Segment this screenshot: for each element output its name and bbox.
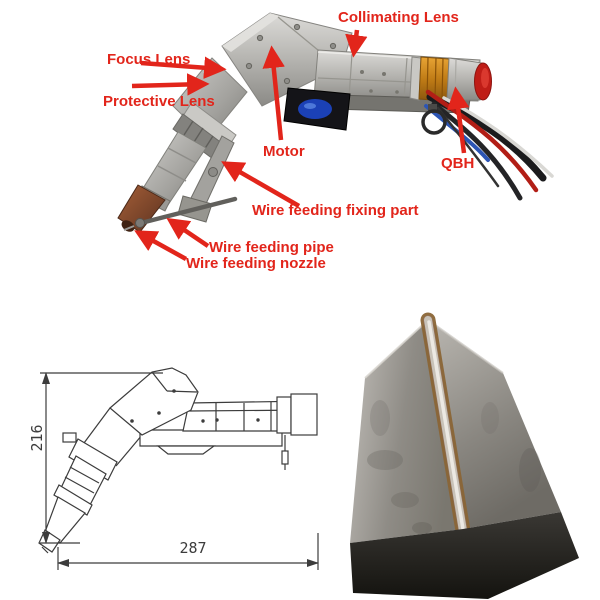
label-wire-feeding-nozzle: Wire feeding nozzle xyxy=(186,255,326,272)
weld-seam xyxy=(420,312,471,539)
weld-sample-photo xyxy=(350,312,579,599)
qbh-connector xyxy=(409,56,492,102)
label-collimating-lens: Collimating Lens xyxy=(338,9,459,26)
welded-steel-box xyxy=(350,312,579,599)
arrow-wire-feeding-nozzle xyxy=(134,230,188,261)
annotation-arrows xyxy=(131,29,470,261)
dimension-height: 216 xyxy=(28,424,46,452)
label-motor: Motor xyxy=(263,143,305,160)
arrow-wire-feeding-fixing-part xyxy=(221,161,301,208)
label-wire-feeding-fixing-part: Wire feeding fixing part xyxy=(252,202,419,219)
bottom-face xyxy=(350,512,579,599)
label-focus-lens: Focus Lens xyxy=(107,51,191,68)
nozzle-assembly xyxy=(117,57,248,233)
arrow-protective-lens xyxy=(131,73,210,96)
red-cable xyxy=(425,89,539,193)
arrow-wire-feeding-pipe xyxy=(166,217,210,248)
arrow-qbh xyxy=(447,86,470,154)
wire-feeding-pipe-rod xyxy=(134,196,238,227)
gun-head xyxy=(221,12,353,107)
motor-lens xyxy=(298,99,332,119)
wire-feeding-nozzle-tip xyxy=(135,218,145,228)
technical-drawing xyxy=(38,367,319,570)
arrow-motor xyxy=(262,45,285,141)
drawing-gun-outline xyxy=(38,367,318,554)
label-qbh: QBH xyxy=(441,155,475,172)
hanging-ring xyxy=(421,104,447,135)
welding-gun-photo xyxy=(117,12,554,261)
motor-housing xyxy=(283,87,351,131)
label-protective-lens: Protective Lens xyxy=(103,93,215,110)
dimension-width: 287 xyxy=(179,539,207,557)
arrow-focus-lens xyxy=(140,56,227,79)
label-wire-feeding-pipe: Wire feeding pipe xyxy=(209,239,334,256)
drawing-dimensions xyxy=(40,372,319,570)
wire-feeder xyxy=(123,135,238,231)
arrow-collimating-lens xyxy=(345,29,368,58)
cables xyxy=(424,89,554,201)
